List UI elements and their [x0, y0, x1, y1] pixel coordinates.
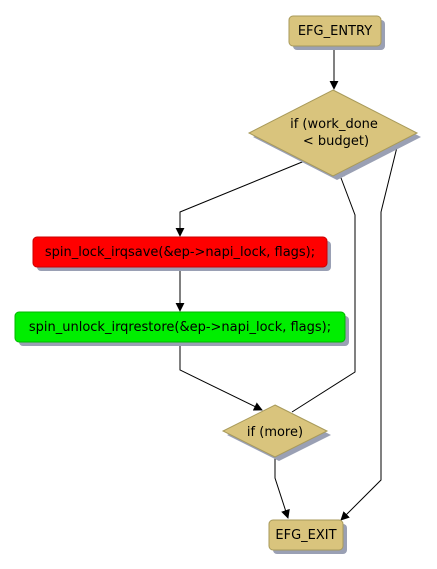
work-check-label-line2: < budget) — [303, 134, 369, 149]
entry-node: EFG_ENTRY — [288, 15, 385, 50]
more-check-label: if (more) — [247, 425, 303, 440]
edge-work-check-to-exit — [340, 142, 399, 521]
more-check-diamond — [221, 404, 329, 458]
edge-unlock-to-more-check — [179, 342, 263, 411]
exit-node-label: EFG_EXIT — [275, 528, 336, 543]
lock-node-label: spin_lock_irqsave(&ep->napi_lock, flags)… — [45, 245, 315, 260]
unlock-node: spin_unlock_irqrestore(&ep->napi_lock, f… — [14, 311, 349, 346]
edge-more-check-to-exit — [274, 455, 290, 519]
exit-node-box — [268, 519, 344, 551]
work-check-node: if (work_done < budget) — [247, 89, 421, 180]
entry-node-box — [288, 15, 382, 47]
unlock-node-box — [14, 311, 346, 343]
edges — [175, 44, 399, 521]
work-check-diamond — [247, 89, 419, 177]
entry-node-label: EFG_ENTRY — [298, 24, 372, 39]
edge-more-check-loop-back — [291, 169, 356, 413]
more-check-node: if (more) — [221, 404, 331, 461]
exit-node: EFG_EXIT — [268, 519, 347, 554]
work-check-label-line1: if (work_done — [290, 117, 378, 132]
lock-node: spin_lock_irqsave(&ep->napi_lock, flags)… — [32, 236, 331, 271]
unlock-node-label: spin_unlock_irqrestore(&ep->napi_lock, f… — [29, 320, 331, 335]
edge-work-check-to-lock — [175, 159, 308, 237]
lock-node-box — [32, 236, 328, 268]
